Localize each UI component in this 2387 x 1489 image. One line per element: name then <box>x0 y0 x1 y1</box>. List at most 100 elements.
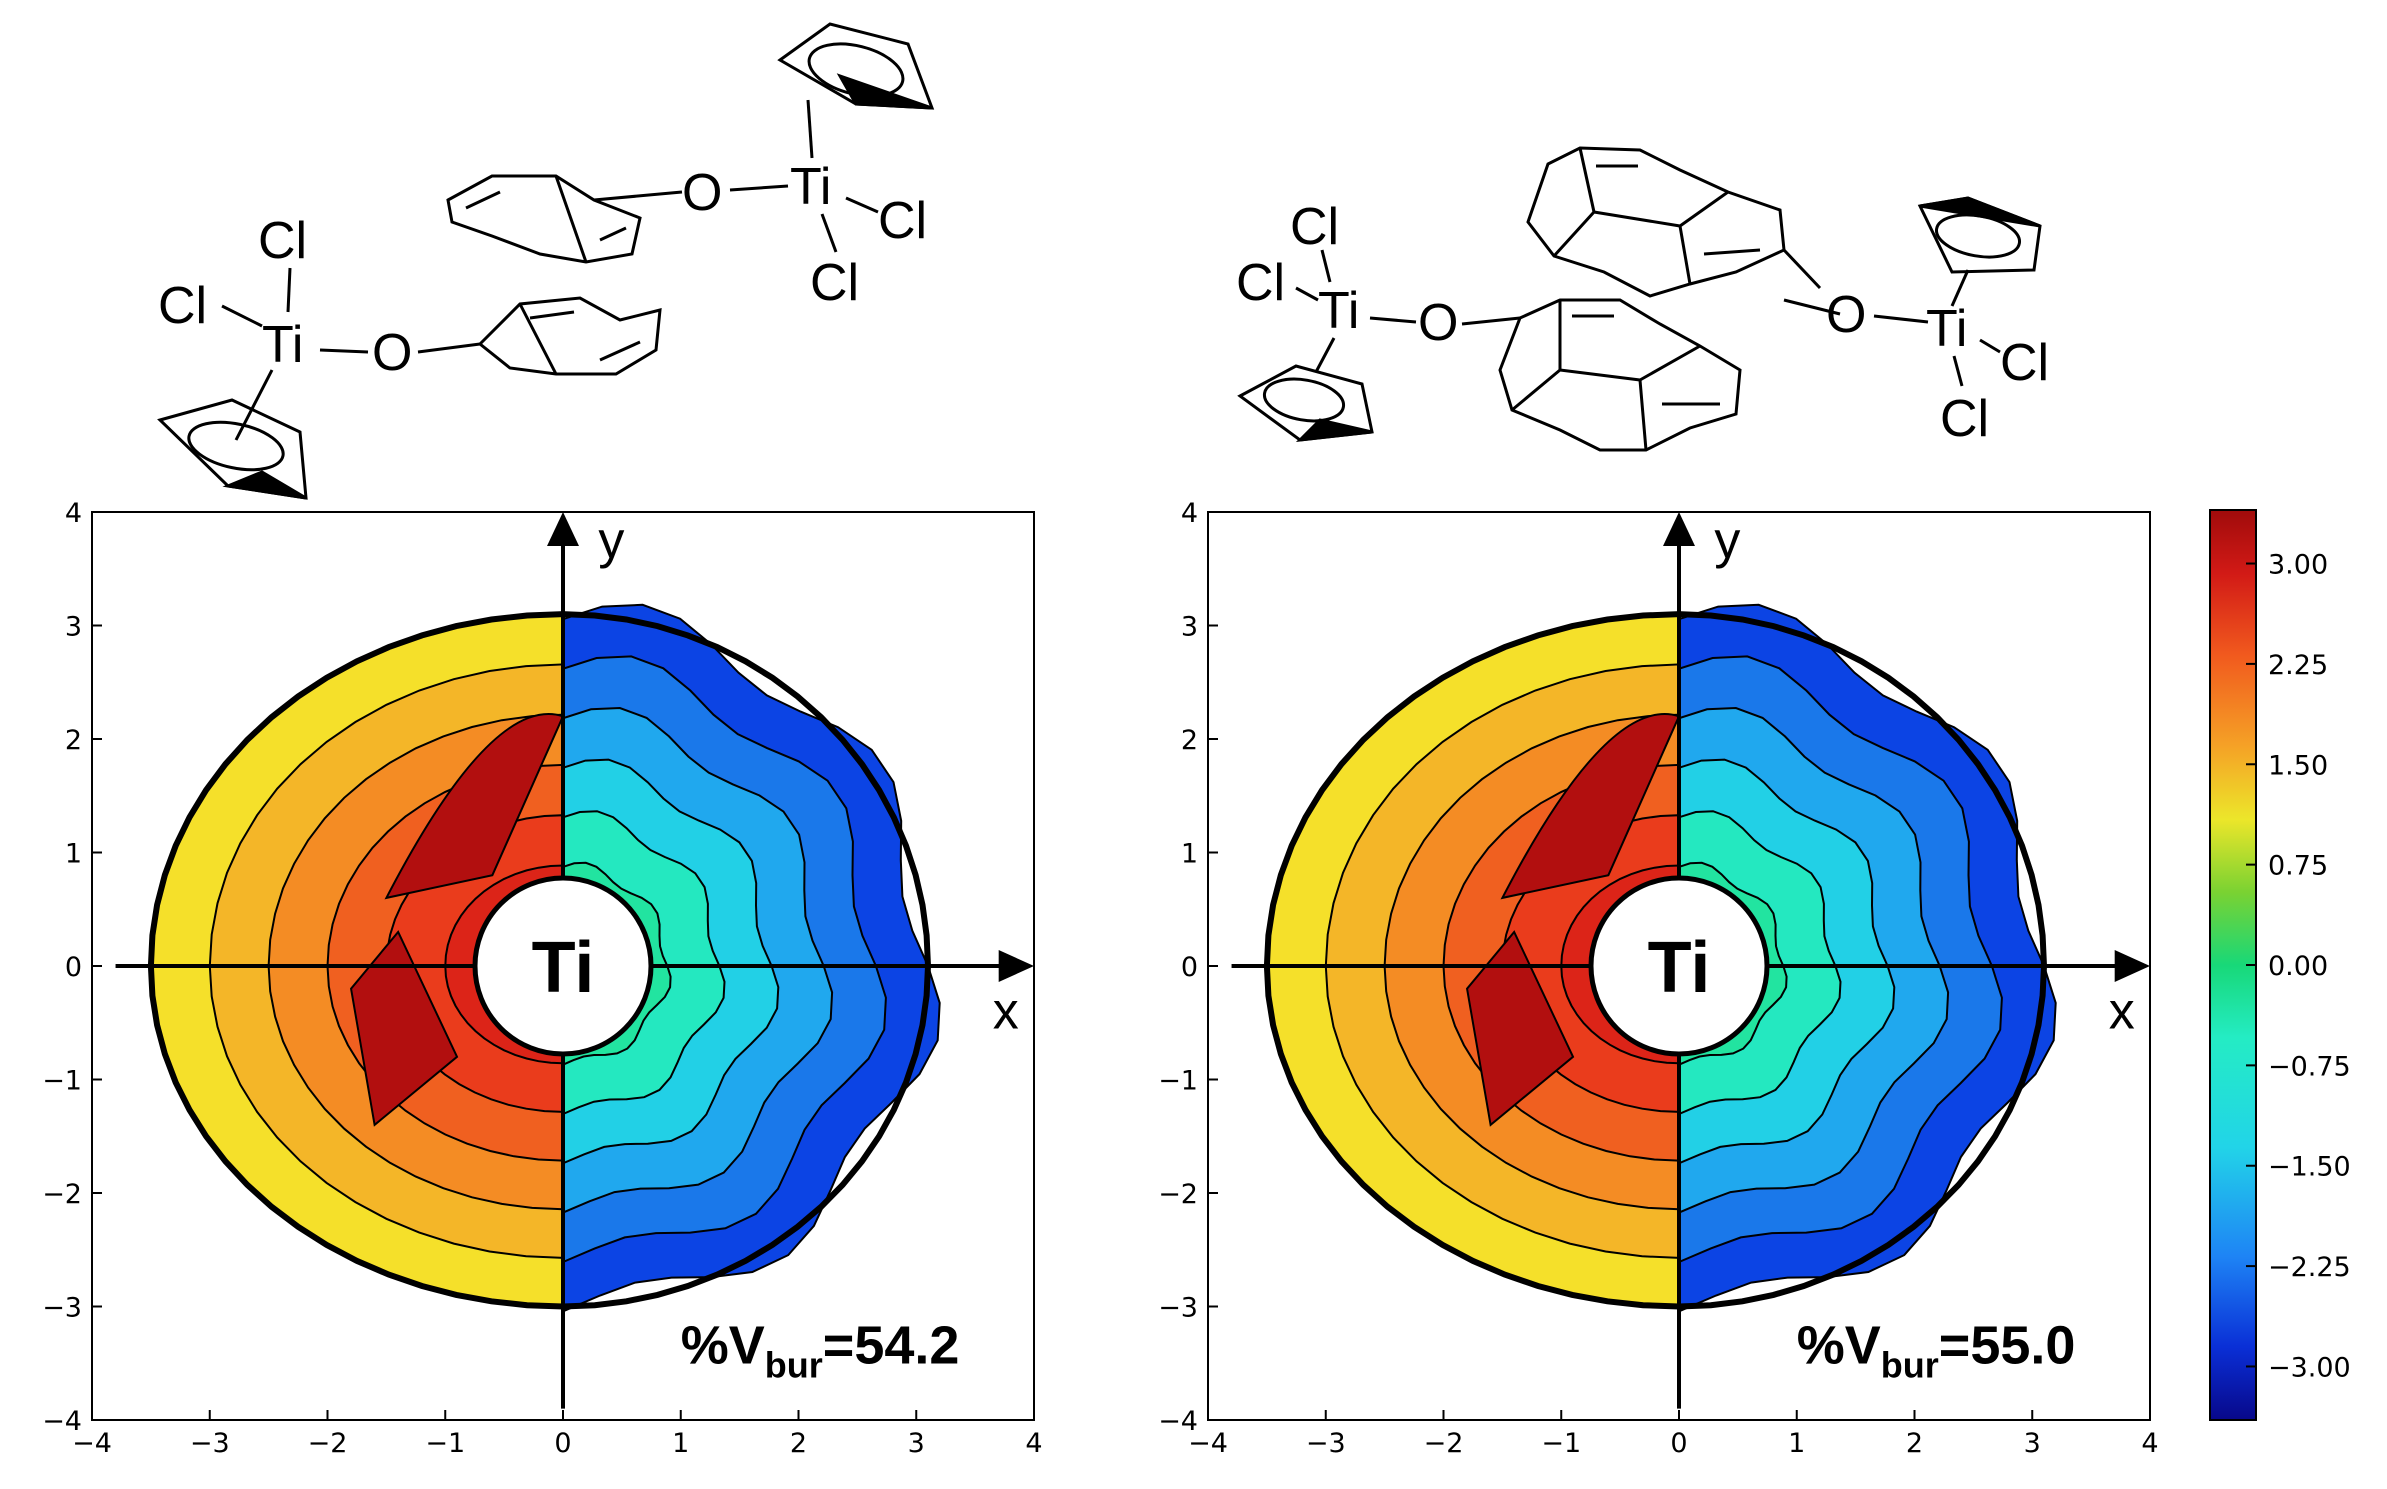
x-tick-label: −3 <box>1306 1428 1346 1459</box>
metal-center-label: Ti <box>1648 928 1711 1008</box>
x-tick-label: 3 <box>2024 1428 2041 1459</box>
colorbar-tick-label: −3.00 <box>2268 1352 2351 1383</box>
y-tick-label: 3 <box>65 612 82 643</box>
x-tick-label: 2 <box>1906 1428 1923 1459</box>
atom-cl-top-left: Cl <box>258 212 307 270</box>
x-tick-label: −2 <box>1424 1428 1464 1459</box>
bond <box>729 184 789 192</box>
cp-ring <box>777 22 935 110</box>
y-tick-label: 2 <box>65 725 82 756</box>
atom-cl-r-bottom: Cl <box>1940 390 1989 448</box>
x-tick-label: 3 <box>908 1428 925 1459</box>
x-axis-arrow-icon <box>998 950 1034 982</box>
bond <box>554 175 588 263</box>
y-axis-label: y <box>1714 511 1740 569</box>
metal-center-label: Ti <box>532 928 595 1008</box>
atom-cl-side-left: Cl <box>158 277 207 335</box>
atom-ti-r-right: Ti <box>1926 300 1967 358</box>
bond <box>1782 248 1822 290</box>
cp-ring-inner <box>1262 377 1346 423</box>
y-tick-label: 2 <box>1181 725 1198 756</box>
x-tick-label: −4 <box>1188 1428 1228 1459</box>
atom-ti-r-left: Ti <box>1318 282 1359 340</box>
bond <box>1679 190 1729 228</box>
y-tick-label: −4 <box>42 1406 82 1437</box>
colorbar-tick-label: 1.50 <box>2268 750 2328 781</box>
bond <box>820 213 838 253</box>
atom-o-r-right: O <box>1826 286 1866 344</box>
y-tick-label: −3 <box>42 1293 82 1324</box>
vbur-annotation: %Vbur=55.0 <box>1797 1315 2076 1385</box>
bond <box>806 99 814 159</box>
naphthalene-upper <box>446 174 642 264</box>
x-tick-label: 4 <box>2141 1428 2158 1459</box>
colorbar-tick-label: 3.00 <box>2268 550 2328 581</box>
molecule-right: Cl Cl Ti O O Ti Cl <box>1236 146 2049 452</box>
atom-cl-r-right: Cl <box>2000 334 2049 392</box>
vbur-subscript: bur <box>765 1344 823 1385</box>
y-tick-label: −1 <box>42 1066 82 1097</box>
bond <box>1559 368 1641 382</box>
y-tick-label: 1 <box>1181 839 1198 870</box>
x-tick-label: −2 <box>308 1428 348 1459</box>
vbur-subscript: bur <box>1881 1344 1939 1385</box>
contour-peak <box>384 713 565 900</box>
y-tick-label: 0 <box>65 952 82 983</box>
bond <box>319 348 369 354</box>
x-axis-arrow-icon <box>2114 950 2150 982</box>
bond <box>1295 286 1319 302</box>
y-tick-label: −1 <box>1158 1066 1198 1097</box>
cp-ring <box>1237 364 1374 442</box>
y-axis-arrow-icon <box>547 512 579 547</box>
y-tick-label: 3 <box>1181 612 1198 643</box>
metal-center-circle <box>472 875 654 1057</box>
atom-ti-left-lower: Ti <box>262 316 303 374</box>
atom-ti-left-upper: Ti <box>790 158 831 216</box>
atom-cl-r-top: Cl <box>1290 198 1339 256</box>
colorbar-tick-label: 0.00 <box>2268 951 2328 982</box>
colorbar: 3.002.251.500.750.00−0.75−1.50−2.25−3.00 <box>2209 509 2351 1421</box>
bond <box>599 340 641 362</box>
y-axis-arrow-icon <box>1663 512 1695 547</box>
y-tick-label: −2 <box>1158 1179 1198 1210</box>
x-tick-label: −1 <box>425 1428 465 1459</box>
atom-cl-upper-bottom: Cl <box>810 254 859 312</box>
atom-o-r-left: O <box>1418 294 1458 352</box>
cp-wedge <box>836 73 933 110</box>
colorbar-tick-label: −2.25 <box>2268 1252 2351 1283</box>
bond <box>221 304 263 328</box>
x-tick-label: −1 <box>1541 1428 1581 1459</box>
bond <box>1461 316 1521 326</box>
bond <box>518 303 558 375</box>
x-axis-label: x <box>2109 982 2135 1040</box>
vbur-prefix: %V <box>1797 1315 1881 1375</box>
contour-peak <box>349 930 459 1127</box>
bond <box>1952 355 1964 387</box>
bond <box>1873 314 1929 324</box>
atom-cl-upper-right: Cl <box>878 192 927 250</box>
x-tick-label: 2 <box>790 1428 807 1459</box>
bond <box>1678 225 1692 285</box>
molecule-left: Cl Cl Ti O O Ti Cl Cl <box>157 22 935 500</box>
vbur-prefix: %V <box>681 1315 765 1375</box>
pyrene-upper <box>1526 146 1786 298</box>
bond <box>1314 337 1336 373</box>
x-tick-label: −3 <box>190 1428 230 1459</box>
bond <box>1639 344 1701 382</box>
bond <box>1578 147 1596 213</box>
vbur-annotation: %Vbur=54.2 <box>681 1315 960 1385</box>
bond <box>845 196 879 214</box>
y-tick-label: −2 <box>42 1179 82 1210</box>
x-tick-label: 0 <box>554 1428 571 1459</box>
bond <box>529 310 575 320</box>
pyrene-lower <box>1498 298 1742 452</box>
y-tick-label: −4 <box>1158 1406 1198 1437</box>
contour-peak <box>1465 930 1575 1127</box>
bond <box>417 342 481 354</box>
bond <box>234 369 274 441</box>
cp-ring-inner <box>187 420 285 472</box>
cp-wedge <box>1295 418 1373 442</box>
naphthalene-lower <box>477 296 662 376</box>
